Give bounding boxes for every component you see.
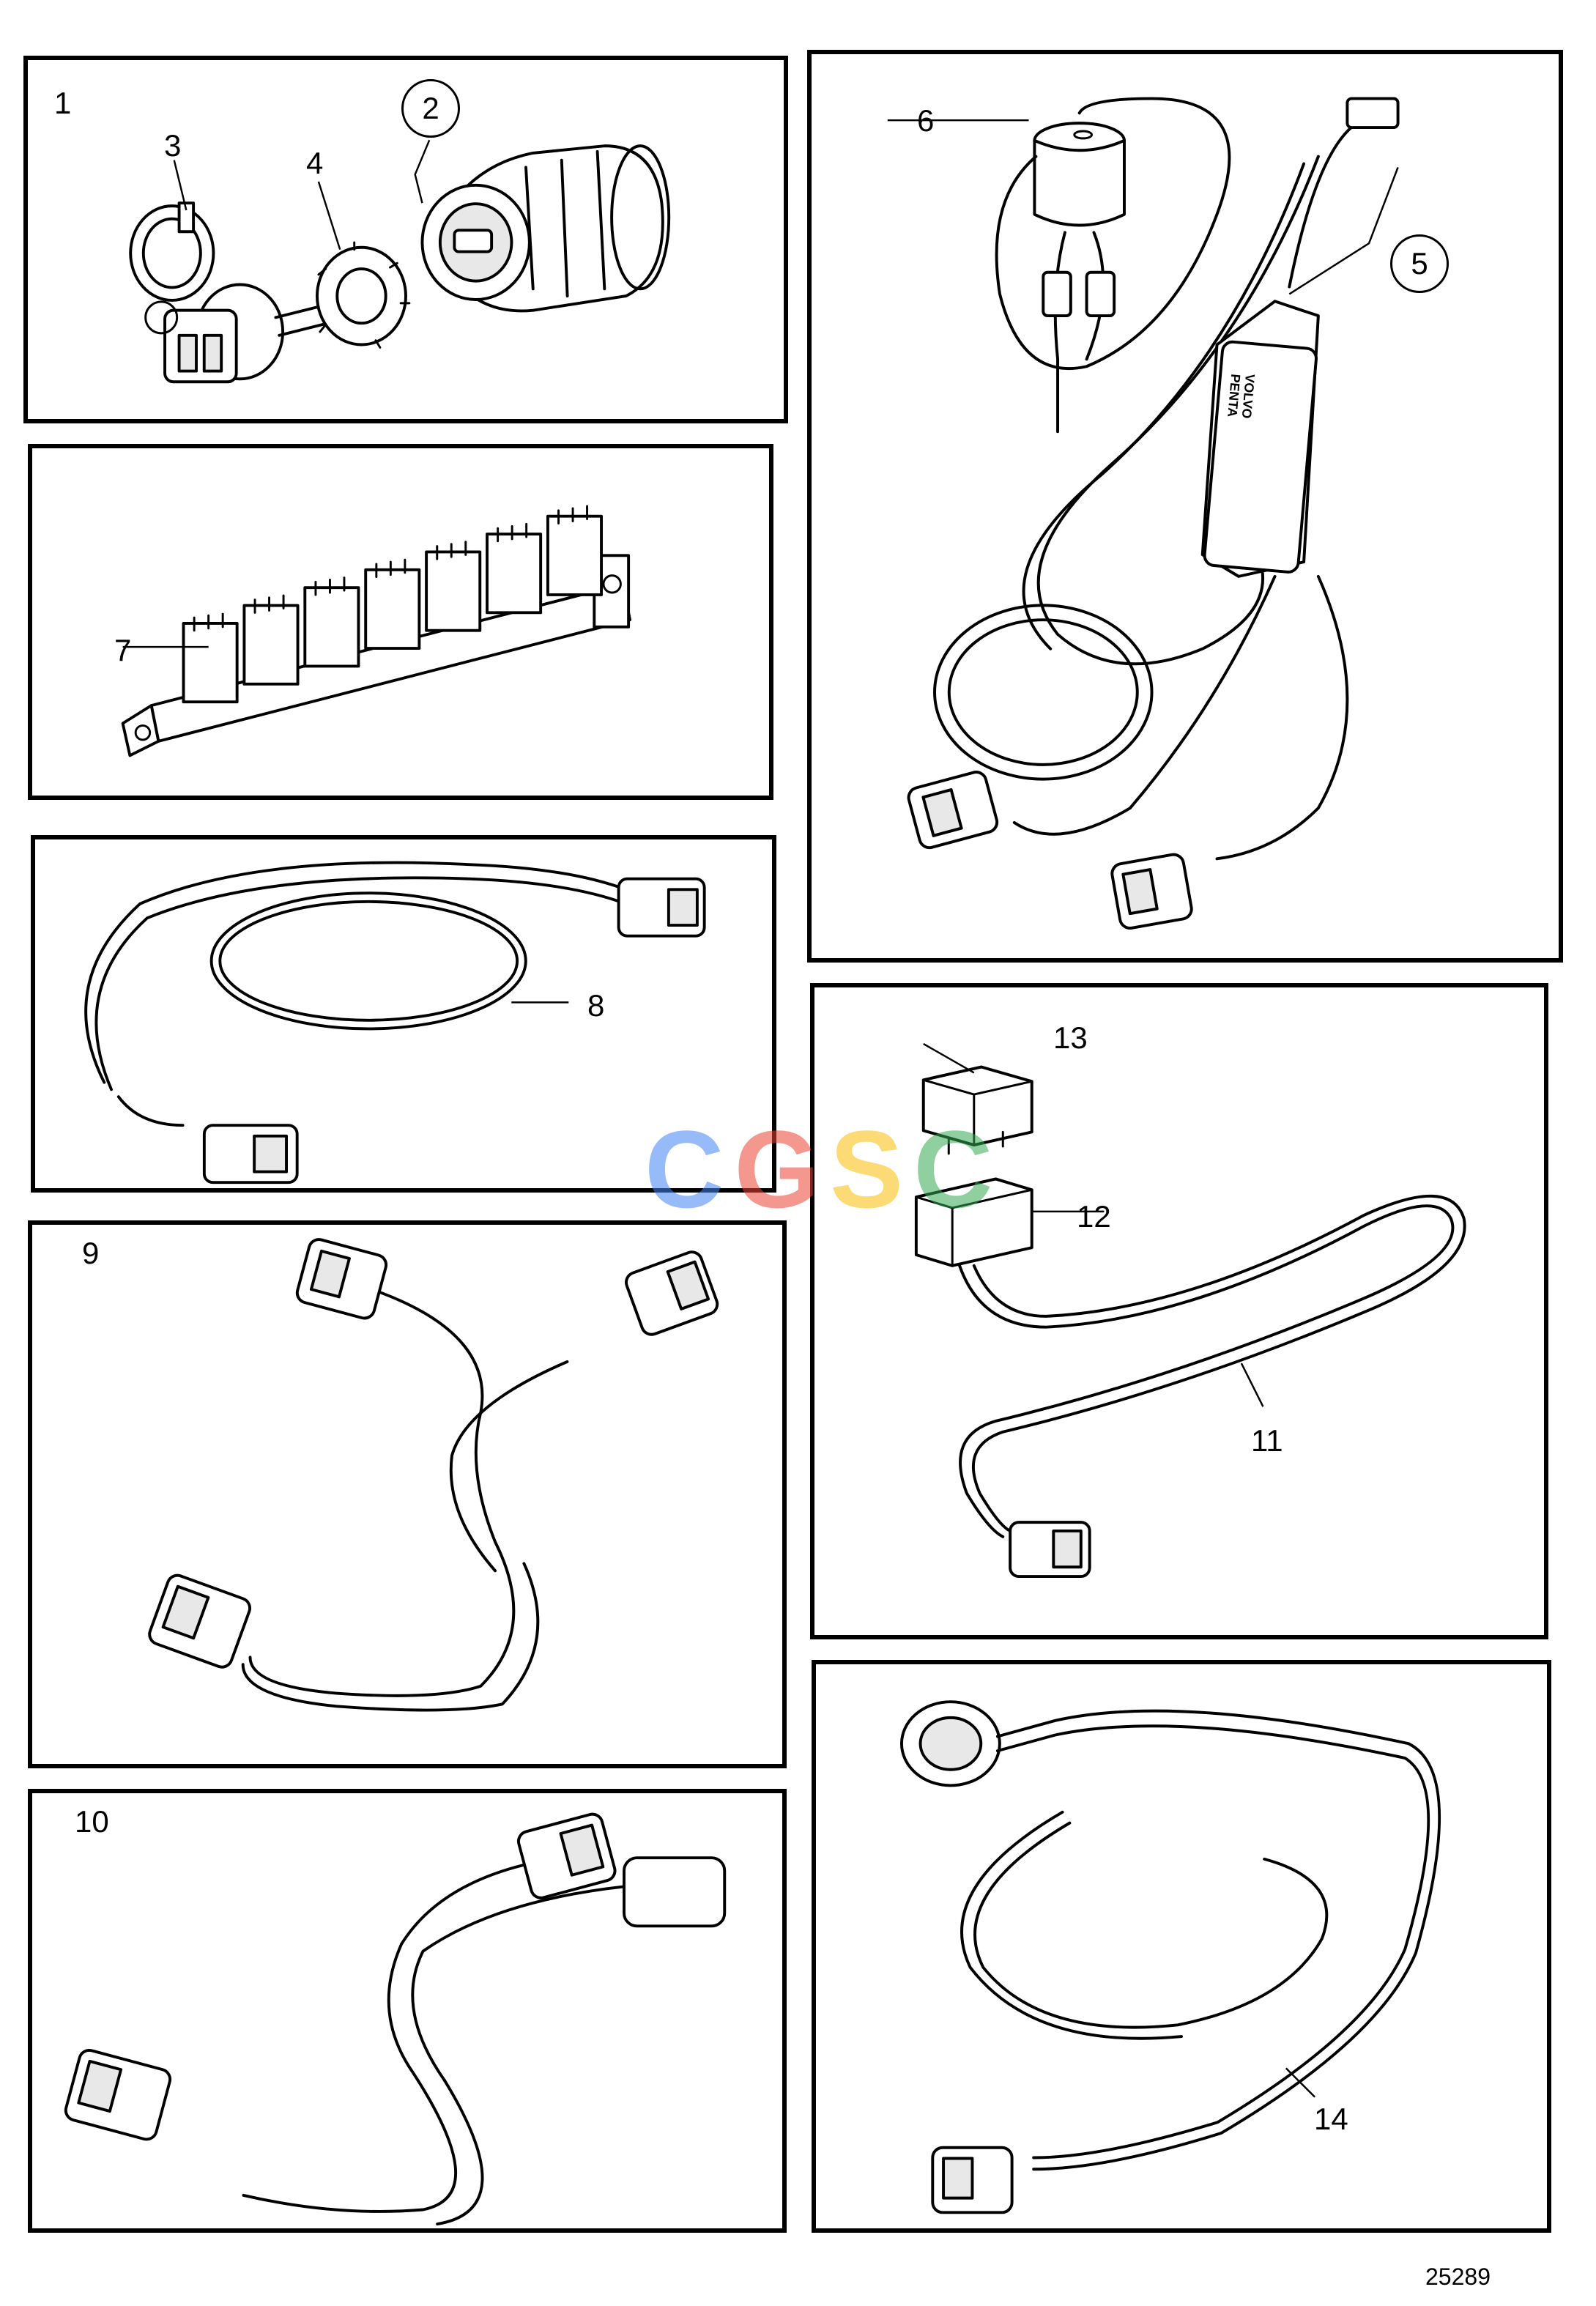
extension-cable-drawing	[84, 861, 706, 1184]
watermark-letter-s: S	[830, 1108, 914, 1231]
callout-2: 2	[401, 79, 460, 138]
relay-cable-drawing	[914, 1042, 1466, 1579]
y-cable-9-drawing	[148, 1238, 719, 1712]
panel-y-cable-10: 10	[28, 1789, 787, 2233]
callout-6: 6	[917, 103, 935, 138]
watermark: CGSC	[645, 1106, 1003, 1233]
callout-14: 14	[1314, 2102, 1348, 2136]
y-cable-10-drawing	[64, 1812, 727, 2226]
watermark-letter-c2: C	[913, 1108, 1003, 1231]
panel-connector-block: 7	[28, 444, 773, 800]
callout-11: 11	[1251, 1423, 1283, 1458]
callout-4: 4	[306, 146, 324, 180]
callout-9: 9	[82, 1236, 100, 1270]
callout-8: 8	[587, 988, 605, 1023]
callout-5: 5	[1390, 234, 1449, 293]
callout-1: 1	[54, 86, 72, 120]
callout-7: 7	[114, 633, 132, 667]
panel-round-connector-cable: 14	[812, 1660, 1551, 2233]
alarm-harness-drawing: VOLVO PENTA	[887, 97, 1400, 930]
panel-y-cable-9: 9	[28, 1220, 787, 1768]
callout-3: 3	[164, 128, 182, 163]
callout-12: 12	[1077, 1199, 1111, 1234]
panel-extension-cable: 8	[31, 835, 776, 1193]
figure-number: 25289	[1425, 2264, 1491, 2290]
watermark-letter-c1: C	[645, 1108, 735, 1231]
panel-ignition-switch: 1 3 4 2	[23, 56, 788, 423]
callout-10: 10	[75, 1804, 109, 1839]
watermark-letter-g: G	[734, 1108, 831, 1231]
callout-13: 13	[1053, 1020, 1088, 1055]
ignition-switch-drawing	[129, 144, 671, 384]
round-connector-cable-drawing	[899, 1700, 1441, 2214]
panel-relay-cable: 13 12 11	[810, 983, 1548, 1639]
panel-alarm-harness: VOLVO PENTA 6 5	[807, 50, 1563, 963]
connector-block-drawing	[121, 505, 632, 757]
